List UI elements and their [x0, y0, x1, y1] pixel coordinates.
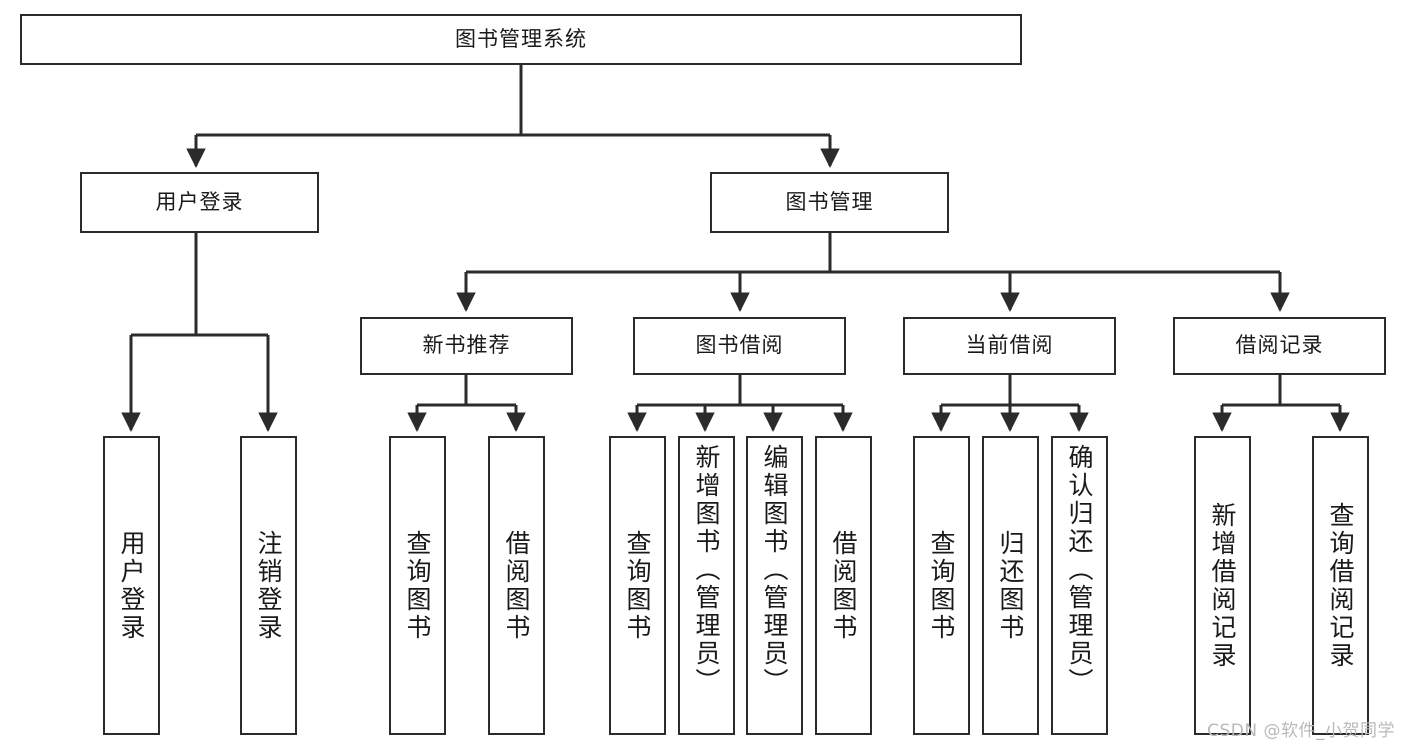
node-label: 编辑图书（管理员） — [760, 444, 789, 696]
node-new-book-recommend[interactable]: 新书推荐 — [360, 317, 573, 375]
node-label: 借阅图书 — [829, 529, 858, 642]
leaf-add-borrow-record[interactable]: 新增借阅记录 — [1194, 436, 1251, 735]
node-book-management[interactable]: 图书管理 — [710, 172, 949, 233]
leaf-user-login[interactable]: 用户登录 — [103, 436, 160, 735]
node-label: 确认归还（管理员） — [1065, 444, 1094, 696]
node-label: 查询借阅记录 — [1326, 501, 1355, 670]
node-label: 用户登录 — [117, 529, 146, 642]
node-user-login[interactable]: 用户登录 — [80, 172, 319, 233]
node-label: 查询图书 — [623, 529, 652, 642]
node-borrow-record[interactable]: 借阅记录 — [1173, 317, 1386, 375]
leaf-confirm-return-admin[interactable]: 确认归还（管理员） — [1051, 436, 1108, 735]
node-label: 查询图书 — [927, 529, 956, 642]
node-label: 图书借阅 — [695, 333, 784, 358]
node-root-system[interactable]: 图书管理系统 — [20, 14, 1022, 65]
node-label: 借阅图书 — [502, 529, 531, 642]
leaf-add-book-admin[interactable]: 新增图书（管理员） — [678, 436, 735, 735]
node-book-borrow[interactable]: 图书借阅 — [633, 317, 846, 375]
leaf-logout[interactable]: 注销登录 — [240, 436, 297, 735]
node-label: 借阅记录 — [1235, 333, 1324, 358]
leaf-edit-book-admin[interactable]: 编辑图书（管理员） — [746, 436, 803, 735]
csdn-watermark: CSDN @软件_小贺同学 — [1207, 721, 1395, 741]
node-label: 图书管理 — [785, 189, 874, 214]
leaf-query-book-recommend[interactable]: 查询图书 — [389, 436, 446, 735]
leaf-query-borrow-record[interactable]: 查询借阅记录 — [1312, 436, 1369, 735]
node-label: 新增借阅记录 — [1208, 501, 1237, 670]
leaf-return-book[interactable]: 归还图书 — [982, 436, 1039, 735]
node-label: 当前借阅 — [965, 333, 1054, 358]
node-label: 注销登录 — [254, 529, 283, 642]
leaf-borrow-book-recommend[interactable]: 借阅图书 — [488, 436, 545, 735]
leaf-query-book-current[interactable]: 查询图书 — [913, 436, 970, 735]
leaf-borrow-book[interactable]: 借阅图书 — [815, 436, 872, 735]
node-label: 新增图书（管理员） — [692, 444, 721, 696]
node-label: 用户登录 — [155, 189, 244, 214]
node-current-borrow[interactable]: 当前借阅 — [903, 317, 1116, 375]
node-label: 归还图书 — [996, 529, 1025, 642]
node-label: 新书推荐 — [422, 333, 511, 358]
leaf-query-book-borrow[interactable]: 查询图书 — [609, 436, 666, 735]
node-label: 图书管理系统 — [455, 26, 587, 51]
node-label: 查询图书 — [403, 529, 432, 642]
